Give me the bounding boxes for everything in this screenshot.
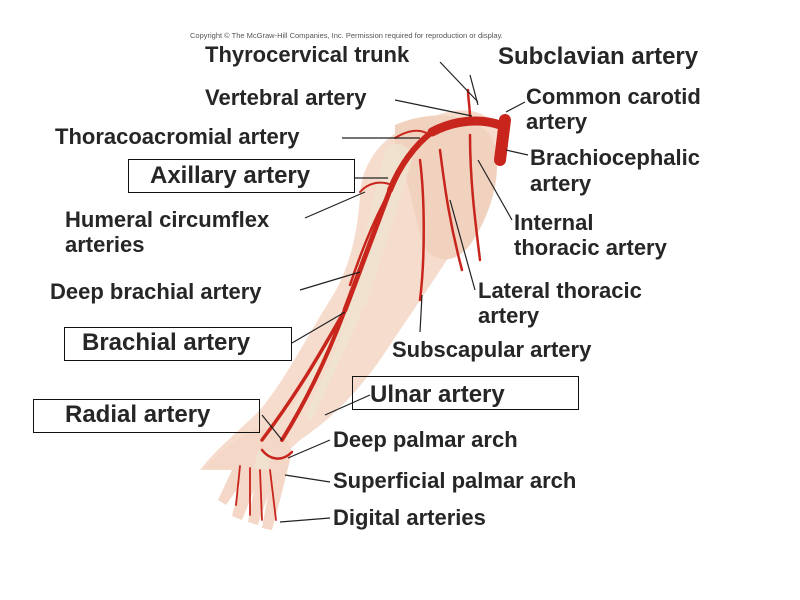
digital-vessels bbox=[235, 465, 277, 521]
label-ulnar-artery: Ulnar artery bbox=[370, 381, 505, 408]
leader-lines bbox=[261, 61, 529, 523]
subclavian-vessel bbox=[427, 116, 505, 137]
label-deep-brachial-artery: Deep brachial artery bbox=[50, 279, 262, 304]
subscapular-vessel bbox=[418, 158, 425, 302]
highlight-box-axillary bbox=[128, 159, 355, 193]
label-subscapular-artery: Subscapular artery bbox=[392, 337, 592, 362]
lateral-thoracic-vessel bbox=[438, 148, 464, 272]
label-vertebral-artery: Vertebral artery bbox=[205, 85, 367, 110]
label-superficial-palmar-arch: Superficial palmar arch bbox=[333, 468, 577, 493]
brachial-vessel bbox=[342, 187, 393, 313]
ulnar-vessel bbox=[280, 308, 347, 442]
label-internal-thoracic: Internal bbox=[514, 210, 594, 235]
label-humeral-circumflex: Humeral circumflex bbox=[65, 207, 270, 232]
label-common-carotid-2: artery bbox=[526, 109, 588, 134]
label-deep-palmar-arch: Deep palmar arch bbox=[333, 427, 518, 452]
palmar-arch-vessel bbox=[260, 448, 294, 460]
radial-vessel bbox=[260, 308, 347, 442]
internal-thoracic-vessel bbox=[468, 133, 482, 262]
thoracoacromial-vessel bbox=[394, 129, 431, 139]
label-thoracoacromial-artery: Thoracoacromial artery bbox=[55, 124, 300, 149]
label-digital-arteries: Digital arteries bbox=[333, 505, 486, 530]
humerus-bone bbox=[350, 144, 412, 309]
axillary-vessel bbox=[387, 129, 435, 193]
label-common-carotid: Common carotid bbox=[526, 84, 701, 109]
highlight-box-brachial bbox=[64, 327, 292, 361]
label-brachiocephalic: Brachiocephalic bbox=[530, 145, 700, 170]
label-thyrocervical-trunk: Thyrocervical trunk bbox=[205, 42, 410, 67]
label-lateral-thoracic: Lateral thoracic bbox=[478, 278, 642, 303]
label-brachial-artery: Brachial artery bbox=[82, 329, 251, 356]
copyright-notice: Copyright © The McGraw-Hill Companies, I… bbox=[190, 31, 503, 40]
highlight-box-ulnar bbox=[352, 376, 579, 410]
label-subclavian-artery: Subclavian artery bbox=[498, 43, 699, 70]
deep-brachial-vessel bbox=[348, 198, 387, 287]
label-internal-thoracic-2: thoracic artery bbox=[514, 235, 667, 260]
label-axillary-artery: Axillary artery bbox=[150, 162, 311, 189]
arteries bbox=[235, 88, 511, 521]
humeral-circumflex-vessel bbox=[359, 181, 393, 193]
brachiocephalic-vessel bbox=[494, 114, 511, 166]
label-radial-artery: Radial artery bbox=[65, 401, 211, 428]
label-brachiocephalic-2: artery bbox=[530, 171, 592, 196]
label-lateral-thoracic-2: artery bbox=[478, 303, 540, 328]
hand bbox=[205, 429, 291, 530]
label-humeral-circumflex-2: arteries bbox=[65, 232, 145, 257]
highlight-box-radial bbox=[33, 399, 260, 433]
